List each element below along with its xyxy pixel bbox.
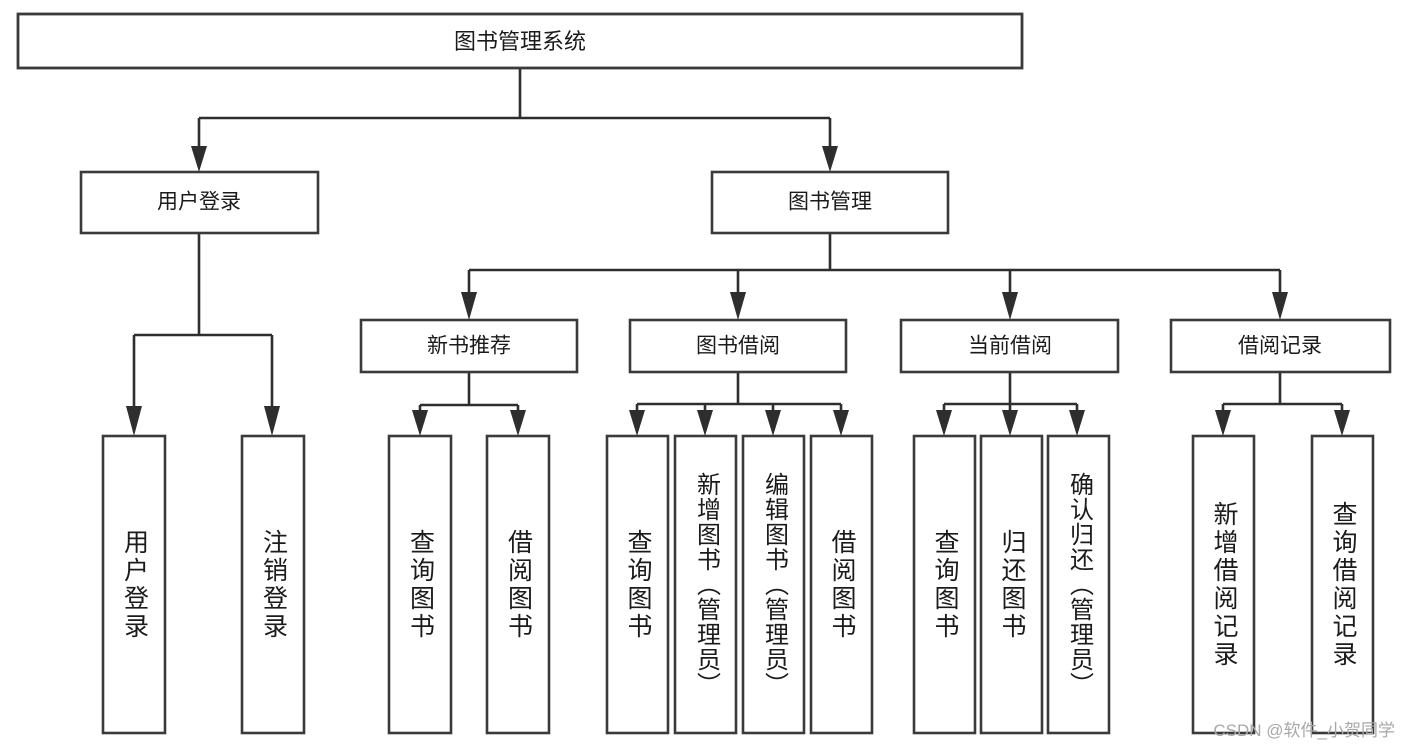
arrow-head-icon	[936, 410, 952, 436]
arrow-head-icon	[765, 410, 781, 436]
arrow-head-icon	[833, 410, 849, 436]
leaf-boxes-new-book-recommend	[387, 434, 551, 735]
arrow-head-icon	[822, 146, 838, 172]
leaf-box[interactable]	[101, 434, 167, 735]
leaf-box[interactable]	[912, 434, 977, 735]
node-user-login[interactable]: 用户登录	[79, 170, 320, 235]
arrow-head-icon	[191, 146, 207, 172]
leaf-box[interactable]	[741, 434, 806, 735]
leaf-box[interactable]	[387, 434, 453, 735]
arrow-head-icon	[1334, 410, 1350, 436]
arrow-head-icon	[1002, 292, 1018, 320]
connector-borrowrecord-to-leaves	[1215, 372, 1350, 436]
connector-root-to-level2	[191, 68, 838, 172]
leaf-box[interactable]	[1046, 434, 1111, 735]
node-current-borrow[interactable]: 当前借阅	[899, 318, 1120, 374]
node-label: 用户登录	[157, 191, 241, 214]
node-label: 新书推荐	[427, 335, 511, 358]
arrow-head-icon	[1069, 410, 1085, 436]
arrow-head-icon	[510, 410, 526, 436]
connector-currentborrow-to-leaves	[936, 372, 1085, 436]
arrow-head-icon	[461, 292, 477, 320]
leaf-boxes-user-login	[101, 434, 306, 735]
arrow-head-icon	[412, 410, 428, 436]
node-label: 图书管理	[788, 191, 872, 214]
node-box	[710, 170, 950, 235]
node-root-box	[16, 12, 1024, 70]
node-root-label: 图书管理系统	[454, 29, 586, 54]
leaf-box[interactable]	[673, 434, 738, 735]
node-label: 图书借阅	[696, 335, 780, 358]
arrow-head-icon	[126, 406, 142, 436]
node-box	[359, 318, 579, 374]
node-borrow-record[interactable]: 借阅记录	[1169, 318, 1392, 374]
leaf-box[interactable]	[809, 434, 874, 735]
leaf-boxes-book-borrow	[605, 434, 874, 735]
node-label: 借阅记录	[1238, 335, 1322, 358]
leaf-box[interactable]	[1310, 434, 1375, 735]
node-book-borrow[interactable]: 图书借阅	[628, 318, 848, 374]
connector-bookmgmt-to-level3	[461, 233, 1288, 320]
node-new-book-recommend[interactable]: 新书推荐	[359, 318, 579, 374]
arrow-head-icon	[730, 292, 746, 320]
leaf-box[interactable]	[605, 434, 670, 735]
leaf-boxes-current-borrow	[912, 434, 1111, 735]
arrow-head-icon	[697, 410, 713, 436]
leaf-box[interactable]	[1191, 434, 1256, 735]
leaf-box[interactable]	[240, 434, 306, 735]
leaf-box[interactable]	[979, 434, 1044, 735]
node-box	[899, 318, 1120, 374]
arrow-head-icon	[1272, 292, 1288, 320]
node-box	[628, 318, 848, 374]
node-book-management[interactable]: 图书管理	[710, 170, 950, 235]
leaf-boxes-borrow-record	[1191, 434, 1375, 735]
arrow-head-icon	[264, 406, 280, 436]
arrow-head-icon	[1215, 410, 1231, 436]
node-box	[79, 170, 320, 235]
node-box	[1169, 318, 1392, 374]
connector-bookborrow-to-leaves	[629, 372, 849, 436]
arrow-head-icon	[629, 410, 645, 436]
leaf-box[interactable]	[485, 434, 551, 735]
arrow-head-icon	[1002, 410, 1018, 436]
connector-newbook-to-leaves	[412, 372, 526, 436]
node-root-system[interactable]: 图书管理系统	[16, 12, 1024, 70]
connector-userlogin-to-leaves	[126, 233, 280, 436]
node-label: 当前借阅	[968, 335, 1052, 358]
